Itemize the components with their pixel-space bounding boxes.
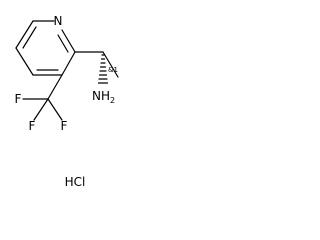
bond-c2-c3 bbox=[61, 51, 76, 76]
bond-c3-cf3-carbon bbox=[47, 74, 63, 100]
salt-label: HCl bbox=[65, 175, 86, 189]
double-bond-c5-c6 bbox=[22, 26, 37, 49]
hashed-wedge-bond bbox=[97, 54, 109, 84]
bond-chiral-carbon-methyl bbox=[102, 51, 119, 78]
double-bond-n1-c2 bbox=[57, 34, 69, 53]
bond-n1-c2 bbox=[61, 29, 76, 53]
fluorine-bottom-right-label: F bbox=[61, 119, 68, 133]
bond-cf3-f-top bbox=[33, 98, 49, 121]
ring-nitrogen-label: N bbox=[54, 14, 63, 28]
fluorine-bottom-left-label: F bbox=[29, 119, 36, 133]
chemical-structure-diagram: N &1 NH2 F F F HCl bbox=[15, 14, 119, 189]
bond-cf3-f-right bbox=[47, 98, 63, 121]
amine-label: NH2 bbox=[92, 89, 115, 105]
amine-subscript: 2 bbox=[110, 96, 115, 105]
bond-c5-c6 bbox=[15, 20, 34, 49]
pyridine-ring bbox=[15, 20, 76, 76]
stereo-label: &1 bbox=[108, 66, 118, 74]
fluorine-left-label: F bbox=[15, 92, 22, 106]
amine-main: NH bbox=[92, 89, 110, 103]
bond-c4-c5 bbox=[15, 47, 34, 76]
